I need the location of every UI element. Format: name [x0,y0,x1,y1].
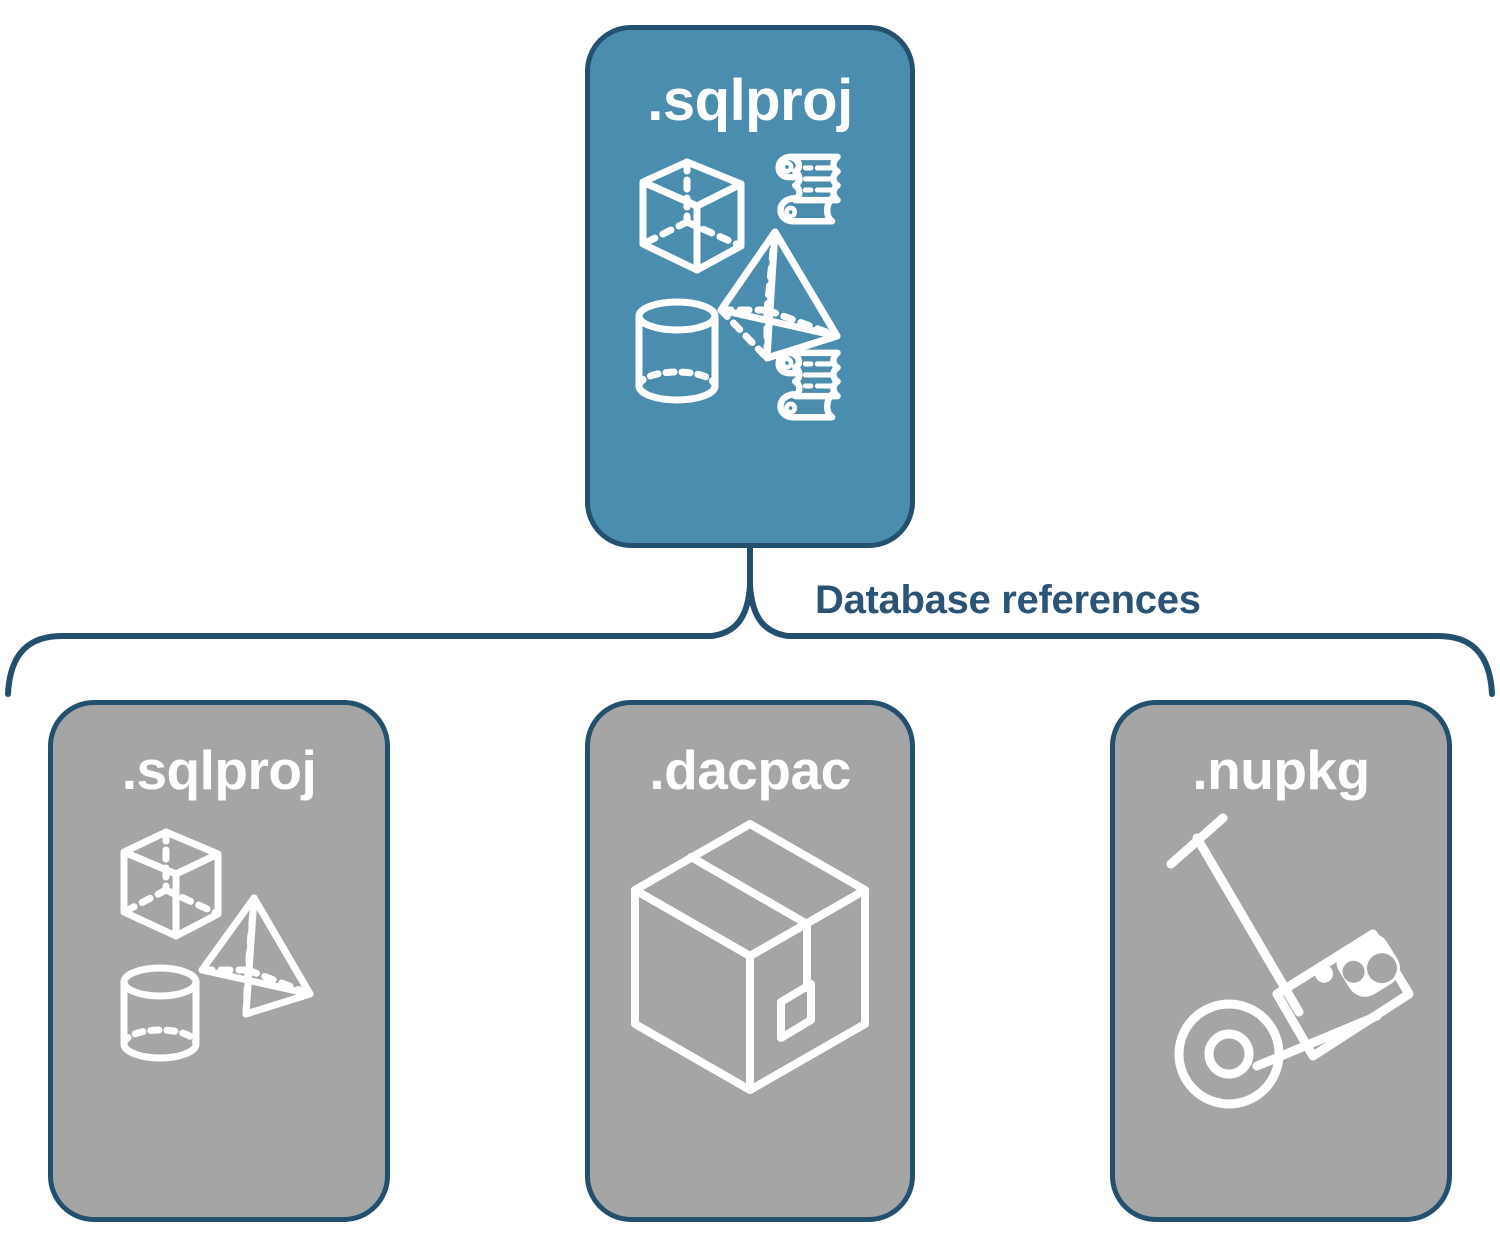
cardboard-box-icon [631,820,869,1094]
hand-truck-wheel-icon [1174,999,1284,1109]
shipping-label-icon [777,980,815,1042]
node-child-dacpac-title: .dacpac [649,739,851,801]
node-root-title: .sqlproj [647,68,853,133]
wireframe-cylinder-icon [120,964,199,1062]
node-child-sqlproj[interactable]: .sqlproj [48,700,390,1222]
nuget-logo-icon [1315,933,1400,997]
script-scroll-icon [775,349,841,421]
database-shapes-and-scripts-icon [590,144,910,543]
brace-label: Database references [815,578,1201,622]
wireframe-cylinder-icon [635,298,719,404]
node-root-sqlproj[interactable]: .sqlproj [585,25,915,548]
node-child-sqlproj-title: .sqlproj [121,739,317,801]
package-box-icon [590,816,910,1217]
wireframe-cube-icon [120,828,221,940]
node-child-nupkg-title: .nupkg [1192,739,1370,801]
wireframe-pyramid-icon [198,894,313,1018]
wireframe-pyramid-icon [717,228,841,362]
brace-connector [0,545,1500,708]
node-child-nupkg[interactable]: .nupkg [1110,700,1452,1222]
hand-truck-package-icon [1115,813,1447,1217]
database-shapes-icon [53,816,385,1217]
wireframe-cube-icon [639,158,745,274]
script-scroll-icon [775,153,841,225]
node-child-dacpac[interactable]: .dacpac [585,700,915,1222]
